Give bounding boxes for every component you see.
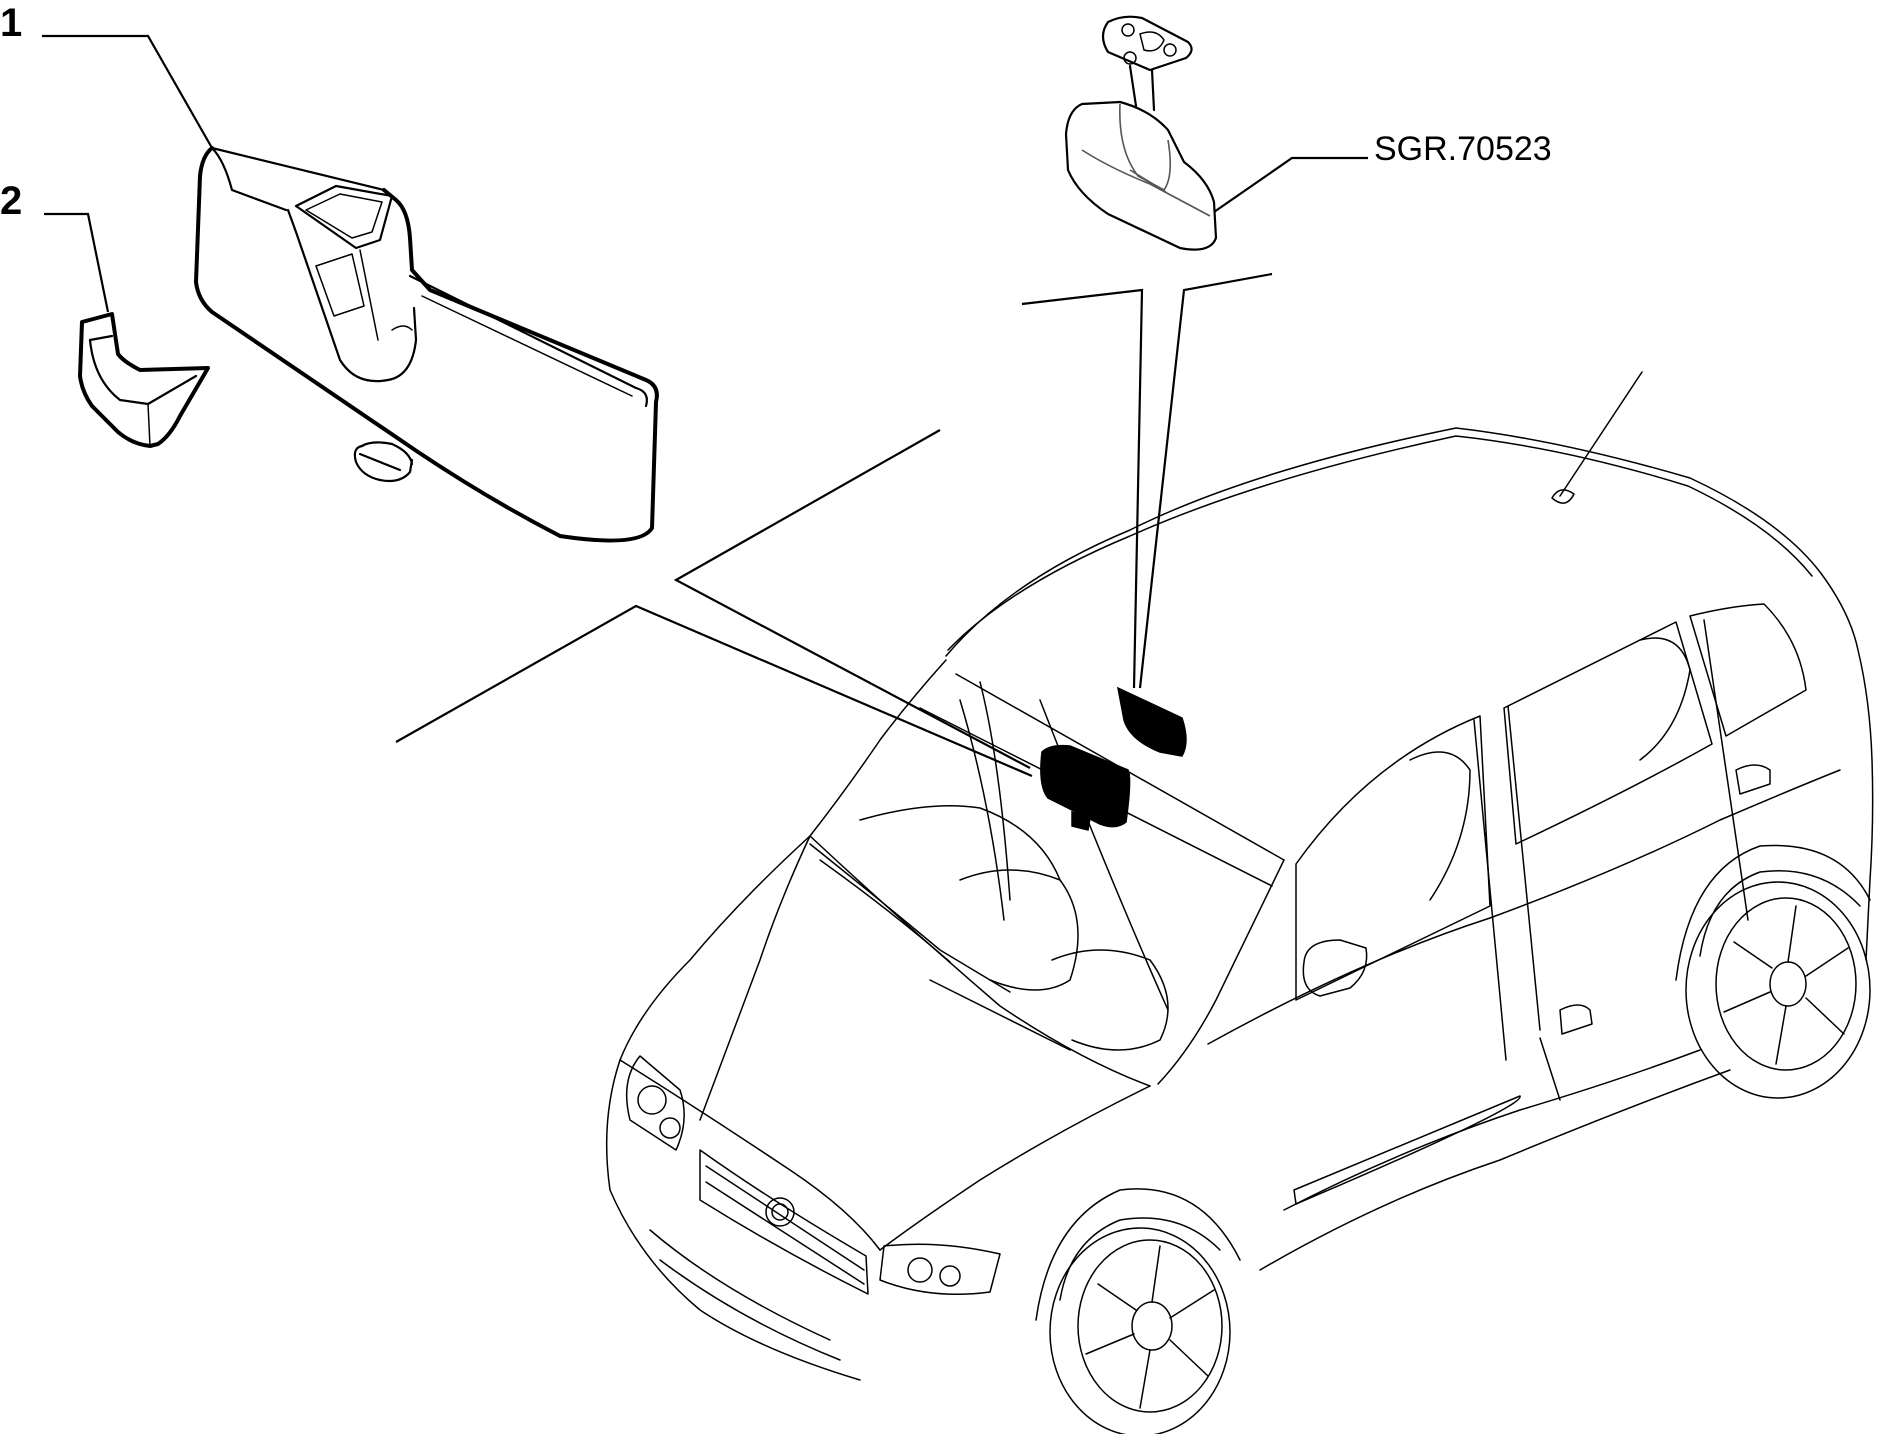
- car-outline-icon: [605, 371, 1874, 1434]
- callout-number-2: 2: [0, 179, 22, 223]
- mirror-cover-icon: [78, 312, 210, 448]
- mount-screw-3: [1123, 51, 1137, 65]
- leader-line-2: [44, 212, 110, 313]
- leader-line-1: [42, 34, 213, 149]
- rear-wheel-icon: [1685, 869, 1871, 1099]
- projection-lines: [395, 272, 1273, 778]
- callout-number-1: 1: [0, 1, 22, 45]
- mounted-mirror-icon: [1064, 15, 1218, 251]
- mount-screw-1: [1121, 23, 1135, 37]
- rear-view-mirror-icon: [194, 146, 659, 543]
- reference-leader: [1213, 156, 1368, 213]
- callout-2: 2: [0, 179, 110, 313]
- callout-1: 1: [0, 1, 213, 149]
- installed-rear-view-mirror: [1040, 744, 1131, 828]
- mount-screw-2: [1163, 43, 1177, 57]
- reference-code-label: SGR.70523: [1374, 130, 1552, 168]
- installed-mirror-mount: [1116, 686, 1187, 757]
- front-wheel-icon: [1049, 1217, 1231, 1434]
